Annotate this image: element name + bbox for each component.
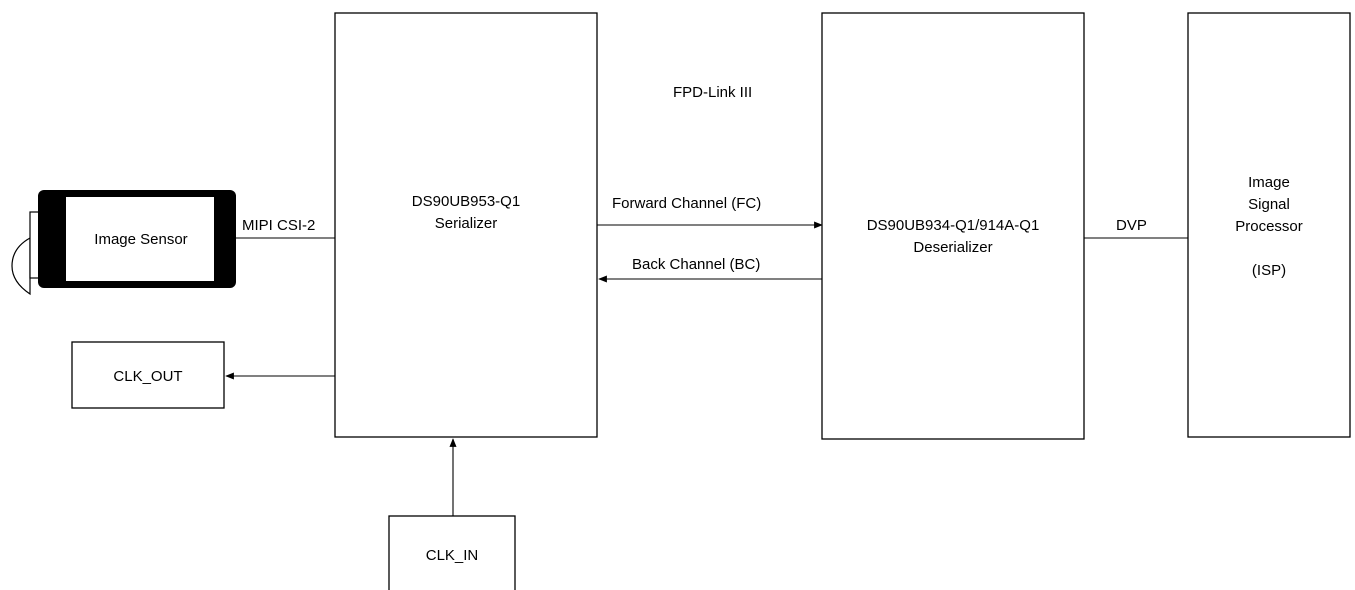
isp-line-2: Signal bbox=[1248, 196, 1290, 213]
clk-in-block bbox=[388, 515, 516, 590]
deserializer-block bbox=[821, 12, 1085, 440]
serializer-block bbox=[334, 12, 598, 438]
clk-out-label: CLK_OUT bbox=[113, 368, 182, 385]
mipi-label: MIPI CSI-2 bbox=[242, 217, 315, 234]
serializer-name-label: Serializer bbox=[435, 215, 498, 232]
dvp-label: DVP bbox=[1116, 217, 1147, 234]
fpd-link-label: FPD-Link III bbox=[673, 84, 752, 101]
back-channel-label: Back Channel (BC) bbox=[632, 256, 760, 273]
forward-channel-label: Forward Channel (FC) bbox=[612, 195, 761, 212]
isp-line-3: Processor bbox=[1235, 218, 1303, 235]
camera-icon bbox=[11, 190, 236, 296]
isp-line-1: Image bbox=[1248, 174, 1290, 191]
image-sensor-label: Image Sensor bbox=[94, 231, 187, 248]
clk-out-block bbox=[71, 341, 225, 409]
serializer-part-label: DS90UB953-Q1 bbox=[412, 193, 520, 210]
deserializer-name-label: Deserializer bbox=[913, 239, 992, 256]
clk-in-label: CLK_IN bbox=[426, 547, 479, 564]
isp-line-4: (ISP) bbox=[1252, 262, 1286, 279]
deserializer-part-label: DS90UB934-Q1/914A-Q1 bbox=[867, 217, 1040, 234]
isp-block bbox=[1187, 12, 1351, 438]
